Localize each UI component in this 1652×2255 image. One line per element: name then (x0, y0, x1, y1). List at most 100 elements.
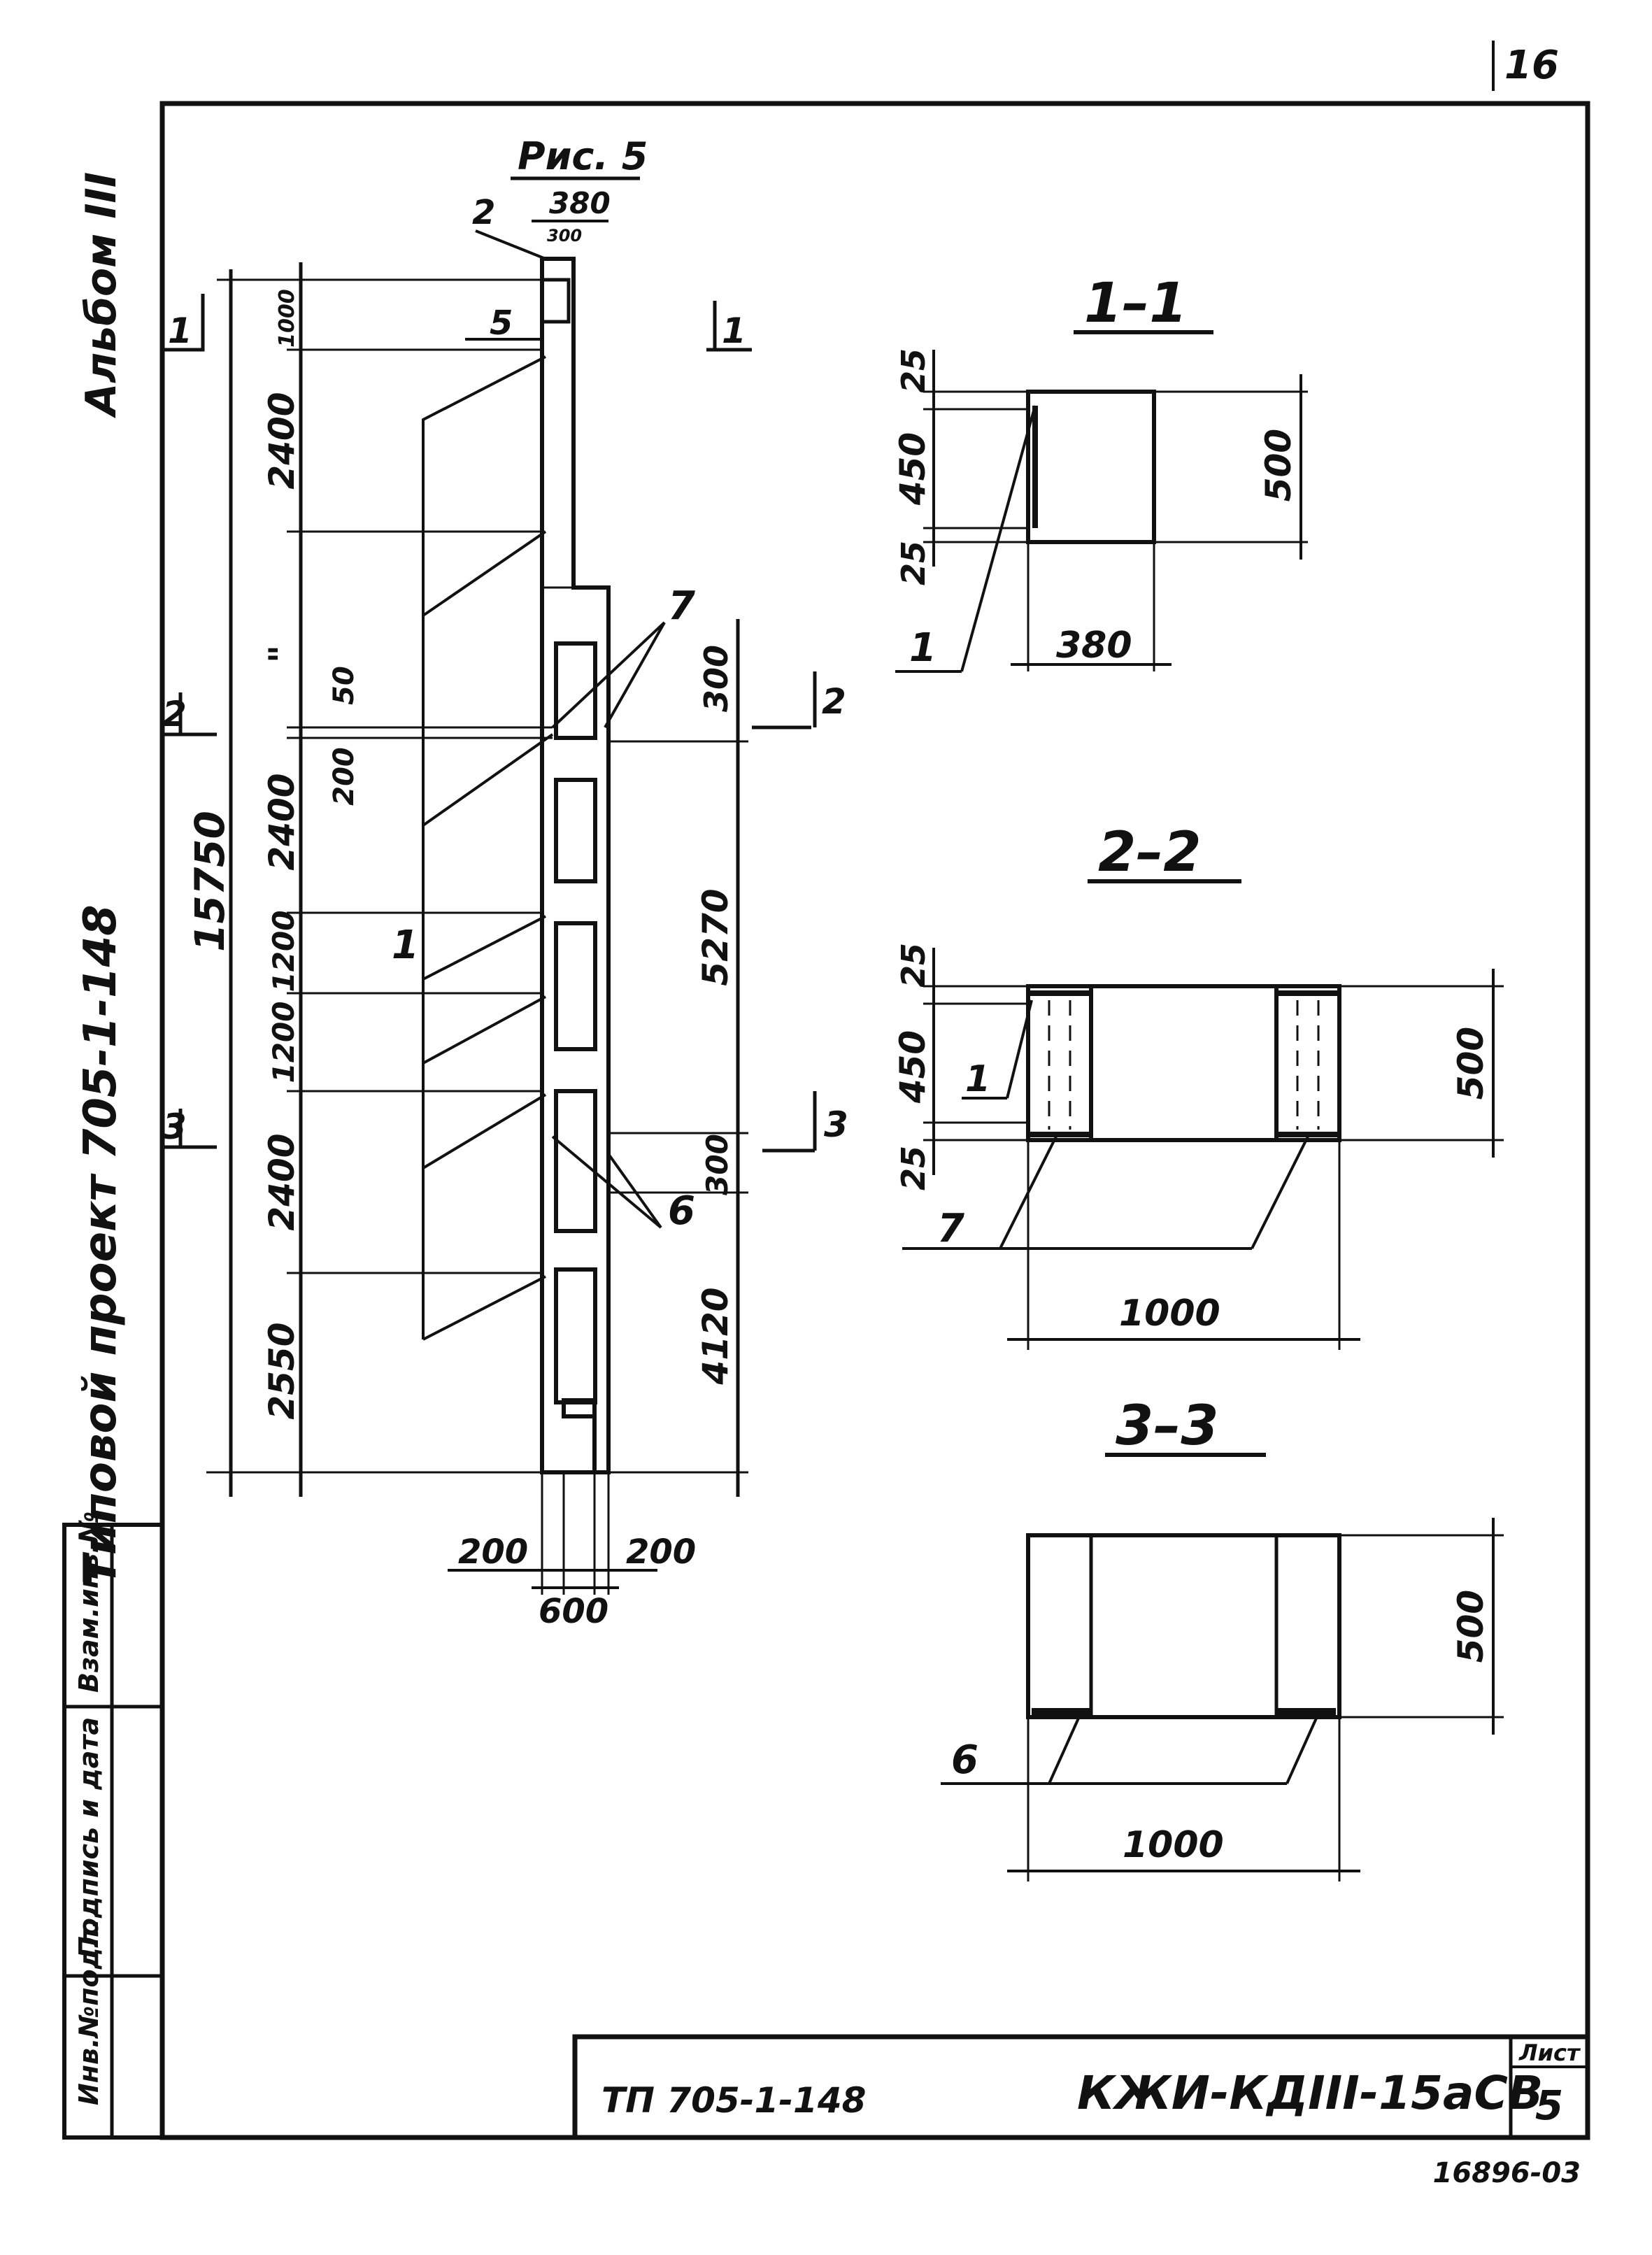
s2-dim-500: 500 (1451, 1027, 1491, 1100)
s1-leader (960, 405, 1037, 672)
elevation-view: Рис. 5 380 300 2 1000 2400 " 50 20 (162, 134, 848, 1631)
s3-dim-500: 500 (1451, 1590, 1491, 1663)
s1-dim-380: 380 (1056, 625, 1132, 667)
s1-dim-500: 500 (1258, 429, 1299, 501)
sheet-number-cell (1509, 2035, 1590, 2140)
section-1-title: 1–1 (1084, 272, 1188, 335)
sheet-label: Лист (1518, 2040, 1581, 2066)
s1-dim-450: 450 (892, 432, 933, 506)
section-label-3-right: 3 (824, 1104, 848, 1145)
section-2-title: 2–2 (1098, 821, 1202, 884)
callout-6: 6 (668, 1188, 695, 1234)
opening-2 (554, 778, 597, 883)
s2-dim-25a: 25 (895, 943, 932, 988)
s2-leader-7 (999, 1136, 1058, 1249)
left-dim-2550: 2550 (262, 1322, 302, 1419)
s2-leader-7 (1251, 1136, 1309, 1249)
s3-dim-1000: 1000 (1123, 1824, 1224, 1866)
section-2-left-rib (1026, 984, 1093, 1142)
leader-6 (607, 1153, 662, 1229)
sheet-number: 5 (1535, 2082, 1563, 2129)
section-2-2: 2–2 25 450 25 500 1000 1 7 (892, 821, 1504, 1350)
callout-1: 1 (392, 923, 419, 968)
right-dim-5270: 5270 (695, 888, 736, 986)
section-mark-1-left (162, 294, 205, 352)
left-dim-ditto: " (262, 645, 302, 663)
left-dim-2400c: 2400 (262, 1133, 302, 1230)
section-2-outline (1026, 984, 1341, 1142)
opening-3 (554, 921, 597, 1051)
right-dim-4120: 4120 (695, 1287, 736, 1385)
section-label-2-left: 2 (162, 694, 187, 734)
left-dim-200: 200 (328, 747, 360, 806)
title-project-code: ТП 705-1-148 (601, 2080, 866, 2121)
section-1-1: 1–1 25 450 25 500 380 1 (892, 272, 1308, 673)
leader-1 (422, 1093, 547, 1169)
opening-5 (554, 1267, 597, 1404)
leader-1 (422, 733, 554, 827)
stamp-replaced-inv: Взам.инв.№ (73, 1511, 104, 1693)
top-dim-300: 300 (547, 226, 582, 246)
section-3-title: 3–3 (1116, 1395, 1219, 1458)
s3-leader-6 (1048, 1713, 1082, 1784)
bottom-dim-200-left: 200 (458, 1532, 528, 1572)
s2-dim-1000: 1000 (1119, 1293, 1220, 1335)
section-label-2-right: 2 (822, 681, 846, 722)
left-dim-2400a: 2400 (262, 392, 302, 489)
archive-number: 16896-03 (1433, 2157, 1581, 2189)
s1-dim-25a: 25 (895, 348, 932, 393)
s3-leader-6 (1286, 1713, 1320, 1784)
bottom-dim-200-right: 200 (626, 1532, 696, 1572)
s3-callout-6: 6 (951, 1737, 978, 1783)
s2-callout-1: 1 (965, 1058, 990, 1100)
section-label-3-left: 3 (162, 1107, 187, 1147)
title-drawing-code: КЖИ-КДIII-15аСВ (1077, 2066, 1543, 2120)
title-block: ТП 705-1-148 КЖИ-КДIII-15аСВ Лист 5 (572, 2034, 1590, 2140)
leader-7 (551, 621, 666, 729)
album-label-group: Альбом III (77, 172, 126, 418)
callout-7: 7 (668, 583, 695, 629)
callout-5: 5 (490, 304, 513, 343)
section-label-1-right: 1 (722, 311, 746, 351)
leader-7 (604, 622, 666, 728)
s2-dim-450: 450 (892, 1030, 933, 1104)
right-dim-300b: 300 (700, 1134, 734, 1195)
leader-2 (475, 229, 546, 260)
leader-1 (422, 915, 546, 981)
elevation-title: Рис. 5 (518, 134, 648, 178)
stamp-signature-date: Подпись и дата (73, 1717, 104, 1958)
s1-dim-25b: 25 (895, 541, 932, 585)
opening-1 (554, 641, 597, 740)
leader-1 (422, 530, 547, 617)
s2-dim-25b: 25 (895, 1146, 932, 1190)
project-label-group: Типовой проект 705-1-148 (75, 904, 127, 1585)
s2-callout-7: 7 (937, 1206, 964, 1251)
leader-1 (422, 1275, 546, 1341)
drawing-frame (159, 101, 1590, 2140)
s2-leader-1 (1006, 1000, 1033, 1099)
s1-callout-1: 1 (909, 625, 937, 671)
left-dim-1200b: 1200 (266, 1002, 301, 1083)
section-3-outline (1026, 1533, 1341, 1719)
left-stamp: Инв.№подл. Подпись и дата Взам.инв.№ (62, 1511, 164, 2140)
left-dim-1000: 1000 (275, 289, 299, 348)
project-label: Типовой проект 705-1-148 (75, 904, 127, 1585)
sheet-page-number: 16 (1504, 43, 1559, 88)
leader-1 (422, 995, 546, 1065)
leader-6 (551, 1135, 662, 1229)
overall-height-dim: 15750 (186, 811, 234, 952)
section-label-1-left: 1 (168, 311, 192, 351)
bottom-dim-600: 600 (539, 1592, 608, 1631)
stamp-inv-no: Инв.№подл. (73, 1918, 104, 2105)
section-3-3: 3–3 500 1000 6 (941, 1395, 1504, 1881)
left-dim-1200a: 1200 (266, 911, 301, 993)
album-label: Альбом III (77, 172, 126, 418)
section-2-right-rib (1274, 984, 1341, 1142)
left-dim-50: 50 (328, 666, 360, 705)
left-dim-2400b: 2400 (262, 773, 302, 870)
column-outline (540, 257, 611, 1474)
right-dim-300a: 300 (697, 645, 735, 712)
callout-2: 2 (472, 193, 495, 232)
leader-1 (422, 355, 546, 1339)
